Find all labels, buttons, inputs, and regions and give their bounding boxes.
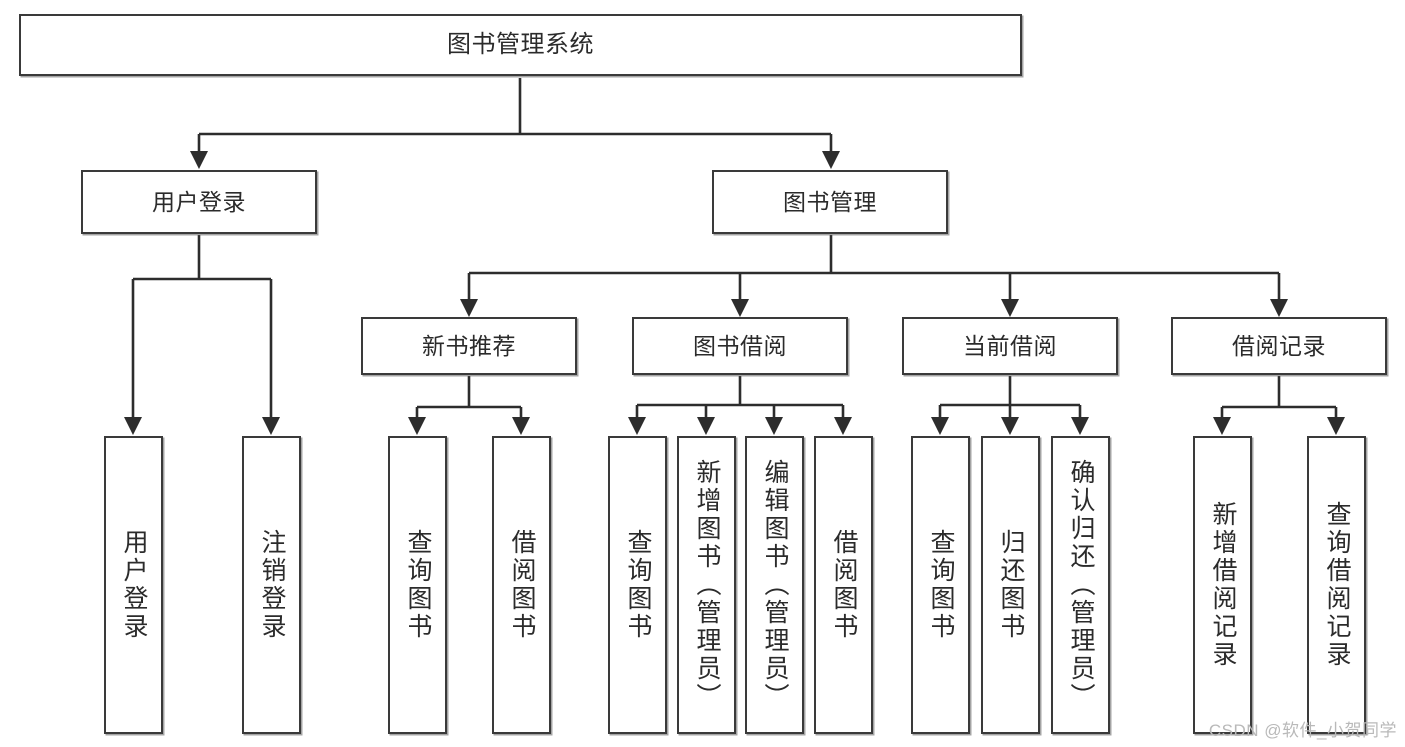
- node-label: 用户登录: [120, 529, 148, 641]
- node-label: 编辑图书（管理员）: [761, 459, 789, 711]
- node-label: 新增图书（管理员）: [693, 459, 721, 711]
- node-current-borrow[interactable]: 当前借阅: [902, 317, 1118, 375]
- node-label: 归还图书: [997, 529, 1025, 641]
- csdn-watermark: CSDN @软件_小贺同学: [1208, 721, 1397, 740]
- node-label: 新增借阅记录: [1209, 501, 1237, 669]
- node-label: 查询图书: [404, 529, 432, 641]
- node-book-borrow[interactable]: 图书借阅: [632, 317, 848, 375]
- node-label: 用户登录: [152, 188, 246, 215]
- leaf-user-login-1[interactable]: 用户登录: [104, 436, 163, 734]
- leaf-borrow-record-2[interactable]: 查询借阅记录: [1307, 436, 1366, 734]
- node-borrow-record[interactable]: 借阅记录: [1171, 317, 1387, 375]
- leaf-book-borrow-3[interactable]: 编辑图书（管理员）: [745, 436, 804, 734]
- node-label: 借阅图书: [830, 529, 858, 641]
- leaf-book-borrow-1[interactable]: 查询图书: [608, 436, 667, 734]
- leaf-book-borrow-2[interactable]: 新增图书（管理员）: [677, 436, 736, 734]
- node-label: 图书管理系统: [447, 31, 594, 59]
- node-user-login[interactable]: 用户登录: [81, 170, 317, 234]
- node-label: 图书管理: [783, 188, 877, 215]
- node-new-book-recommend[interactable]: 新书推荐: [361, 317, 577, 375]
- node-label: 借阅图书: [508, 529, 536, 641]
- node-root-book-management-system[interactable]: 图书管理系统: [19, 14, 1022, 76]
- leaf-new-book-recommend-1[interactable]: 查询图书: [388, 436, 447, 734]
- leaf-new-book-recommend-2[interactable]: 借阅图书: [492, 436, 551, 734]
- leaf-user-login-2[interactable]: 注销登录: [242, 436, 301, 734]
- node-label: 确认归还（管理员）: [1067, 459, 1095, 711]
- node-label: 图书借阅: [693, 332, 787, 359]
- leaf-borrow-record-1[interactable]: 新增借阅记录: [1193, 436, 1252, 734]
- node-label: 当前借阅: [963, 332, 1057, 359]
- leaf-book-borrow-4[interactable]: 借阅图书: [814, 436, 873, 734]
- node-label: 查询图书: [927, 529, 955, 641]
- node-label: 查询借阅记录: [1323, 501, 1351, 669]
- node-label: 借阅记录: [1232, 332, 1326, 359]
- leaf-current-borrow-3[interactable]: 确认归还（管理员）: [1051, 436, 1110, 734]
- leaf-current-borrow-2[interactable]: 归还图书: [981, 436, 1040, 734]
- node-label: 查询图书: [624, 529, 652, 641]
- leaf-current-borrow-1[interactable]: 查询图书: [911, 436, 970, 734]
- node-book-management[interactable]: 图书管理: [712, 170, 948, 234]
- node-label: 注销登录: [258, 529, 286, 641]
- node-label: 新书推荐: [422, 332, 516, 359]
